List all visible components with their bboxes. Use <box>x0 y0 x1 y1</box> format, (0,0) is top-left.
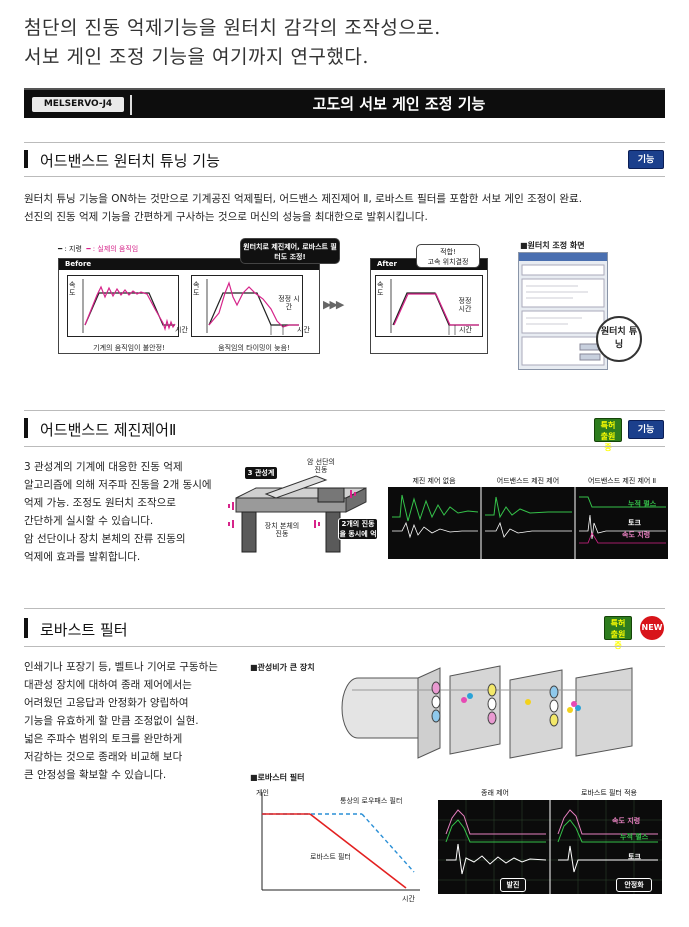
section2-body-line: 암 선단이나 장치 본체의 잔류 진동의 <box>24 533 186 545</box>
callout-one-touch: 원터치로 제진제어, 로바스트 필터도 조정! <box>240 238 340 264</box>
settle-time-label: 정정 시간 <box>278 295 300 311</box>
section-title-vibration: 어드밴스드 제진제어Ⅱ <box>40 421 177 439</box>
section3-body-line: 넓은 주파수 범위의 토크를 완만하게 <box>24 733 183 745</box>
badge-patent-pending: 특허 출원중 <box>604 616 632 650</box>
scope-tag-cumulative-pulse: 누적 펄스 <box>628 500 657 508</box>
robust-filter-gain-chart <box>261 792 420 891</box>
before-plot-slow <box>191 275 303 337</box>
before-panel: Before 속도 시간 속도 정정 시간 시간 기계의 움직임이 불안정! 움… <box>58 258 320 354</box>
headline: 첨단의 진동 억제기능을 원터치 감각의 조작성으로. 서보 게인 조정 기능을… <box>24 14 441 72</box>
before-plot-unstable <box>67 275 179 337</box>
scope-tag-speed-command: 속도 지령 <box>622 531 651 539</box>
caption-unstable: 기계의 움직임이 불안정! <box>93 344 165 352</box>
section3-body-line: 기능을 유효하게 할 만큼 조정없이 실현. <box>24 715 199 727</box>
scope-title-robust: 로바스트 필터 적용 <box>581 789 637 797</box>
banner-divider <box>130 95 132 115</box>
section3-body-line: 대관성 장치에 대하여 종래 제어에서는 <box>24 679 192 691</box>
feature-banner: MELSERVO-J4 고도의 서보 게인 조정 기능 <box>24 88 665 118</box>
badge-new: NEW <box>640 616 664 640</box>
banner-title: 고도의 서보 게인 조정 기능 <box>312 95 486 113</box>
time-axis-label: 시간 <box>175 326 188 334</box>
section1-body-line: 선진의 진동 억제 기능을 간편하게 구사하는 것으로 머신의 성능을 최대한으… <box>24 211 428 223</box>
before-label: Before <box>59 259 319 270</box>
scope-tag-torque: 토크 <box>628 519 641 527</box>
section3-body-line: 저감하는 것으로 종래와 비교해 보다 <box>24 751 183 763</box>
time-axis-label: 시간 <box>297 326 310 334</box>
arrow-right-icon: ▶▶▶ <box>323 298 344 311</box>
section2-body: 3 관성계의 기계에 대응한 진동 억제 알고리즘에 의해 저주파 진동을 2개… <box>24 458 234 566</box>
section-divider <box>24 176 665 177</box>
arm-vibration-label: 암 선단의 진동 <box>307 458 335 474</box>
scope-tag-torque: 토크 <box>628 853 641 861</box>
after-panel: After 속도 정정 시간 시간 <box>370 258 488 354</box>
filter-title: ■로바스터 필터 <box>250 773 305 782</box>
scope-label: 제진 제어 없음 <box>412 477 456 485</box>
section2-body-line: 억제에 효과를 발휘합니다. <box>24 551 141 563</box>
headline-line-2: 서보 게인 조정 기능을 여기까지 연구했다. <box>24 46 369 68</box>
time-axis-label: 시간 <box>402 895 415 903</box>
section2-body-line: 간단하게 실시할 수 있습니다. <box>24 515 154 527</box>
section-divider <box>24 646 665 647</box>
badge-function-up: 기능 UP <box>628 420 664 454</box>
section-title-robust-filter: 로바스트 필터 <box>40 621 128 639</box>
section3-body: 인쇄기나 포장기 등, 벨트나 기어로 구동하는 대관성 장치에 대하여 종래 … <box>24 658 239 784</box>
callout-line: 고속 위치결정 <box>427 258 469 266</box>
scope-label: 어드밴스드 제진 제어 <box>496 477 560 485</box>
section2-body-line: 3 관성계의 기계에 대응한 진동 억제 <box>24 461 183 473</box>
three-inertia-tag: 3 관성계 <box>244 466 278 480</box>
tuning-screen-image <box>518 252 608 370</box>
scope-label: 어드밴스드 제진 제어 Ⅱ <box>587 477 657 485</box>
time-axis-label: 시간 <box>459 326 472 334</box>
scope-tag-speed-command: 속도 지령 <box>612 817 641 825</box>
gain-axis-label: 게인 <box>256 789 269 797</box>
caption-delayed: 움직임의 타이밍이 늦음! <box>218 344 290 352</box>
badge-function-up: 기능 UP <box>628 150 664 184</box>
section2-body-line: 억제 가능. 조정도 원터치 조작으로 <box>24 497 176 509</box>
body-vibration-label: 장치 본체의 진동 <box>264 522 300 538</box>
section2-body-line: 알고리즘에 의해 저주파 진동을 2개 동시에 <box>24 479 212 491</box>
section-divider <box>24 608 665 609</box>
three-inertia-machine-illustration <box>228 475 367 553</box>
section1-body-line: 원터치 튜닝 기능을 ON하는 것만으로 기계공진 억제필터, 어드밴스 제진제… <box>24 193 583 205</box>
section-divider <box>24 446 665 447</box>
section-marker <box>24 418 28 438</box>
scope-title-conventional: 종래 제어 <box>481 789 509 797</box>
robust-filter-label: 로바스트 필터 <box>310 853 351 861</box>
speed-axis-label: 속도 <box>377 281 384 297</box>
section3-body-line: 어려웠던 고응답과 안정화가 양립하여 <box>24 697 189 709</box>
after-plot <box>375 275 483 337</box>
scope-tag-cumulative-pulse: 누적 펄스 <box>620 833 649 841</box>
section-title-one-touch: 어드밴스드 원터치 튜닝 기능 <box>40 152 220 170</box>
section3-body-line: 인쇄기나 포장기 등, 벨트나 기어로 구동하는 <box>24 661 218 673</box>
speed-axis-label: 속도 <box>193 281 200 297</box>
dual-suppression-tag: 2개의 진동을 동시에 억제 <box>338 518 378 548</box>
lowpass-label: 통상의 로우패스 필터 <box>340 797 403 805</box>
stabilized-tag: 안정화 <box>616 878 652 892</box>
section3-body-line: 큰 안정성을 확보할 수 있습니다. <box>24 769 167 781</box>
melservo-logo: MELSERVO-J4 <box>32 97 124 112</box>
device-title: ■관성비가 큰 장치 <box>250 663 315 672</box>
legend-command: ━ : 지령 <box>58 245 82 253</box>
one-touch-tuning-tag: 원터치 튜닝 <box>596 316 642 362</box>
callout-fast-positioning: 적합! 고속 위치결정 <box>416 244 480 268</box>
oscillation-tag: 발진 <box>500 878 526 892</box>
tuning-screen-title: ■원터치 조정 화면 <box>520 241 585 250</box>
badge-patent-pending: 특허 출원중 <box>594 418 622 452</box>
section-marker <box>24 150 28 168</box>
callout-line: 적합! <box>440 248 456 256</box>
settle-time-label: 정정 시간 <box>458 297 472 313</box>
headline-line-1: 첨단의 진동 억제기능을 원터치 감각의 조작성으로. <box>24 17 441 39</box>
vibration-scope-comparison <box>388 487 668 559</box>
section1-body: 원터치 튜닝 기능을 ON하는 것만으로 기계공진 억제필터, 어드밴스 제진제… <box>24 190 665 226</box>
speed-axis-label: 속도 <box>69 281 76 297</box>
section-divider <box>24 410 665 411</box>
section-divider <box>24 142 665 143</box>
legend-actual: ━ : 실제의 움직임 <box>86 245 139 253</box>
section-marker <box>24 618 28 638</box>
high-inertia-roller-illustration <box>341 665 633 759</box>
legend: ━ : 지령 ━ : 실제의 움직임 <box>58 244 138 254</box>
